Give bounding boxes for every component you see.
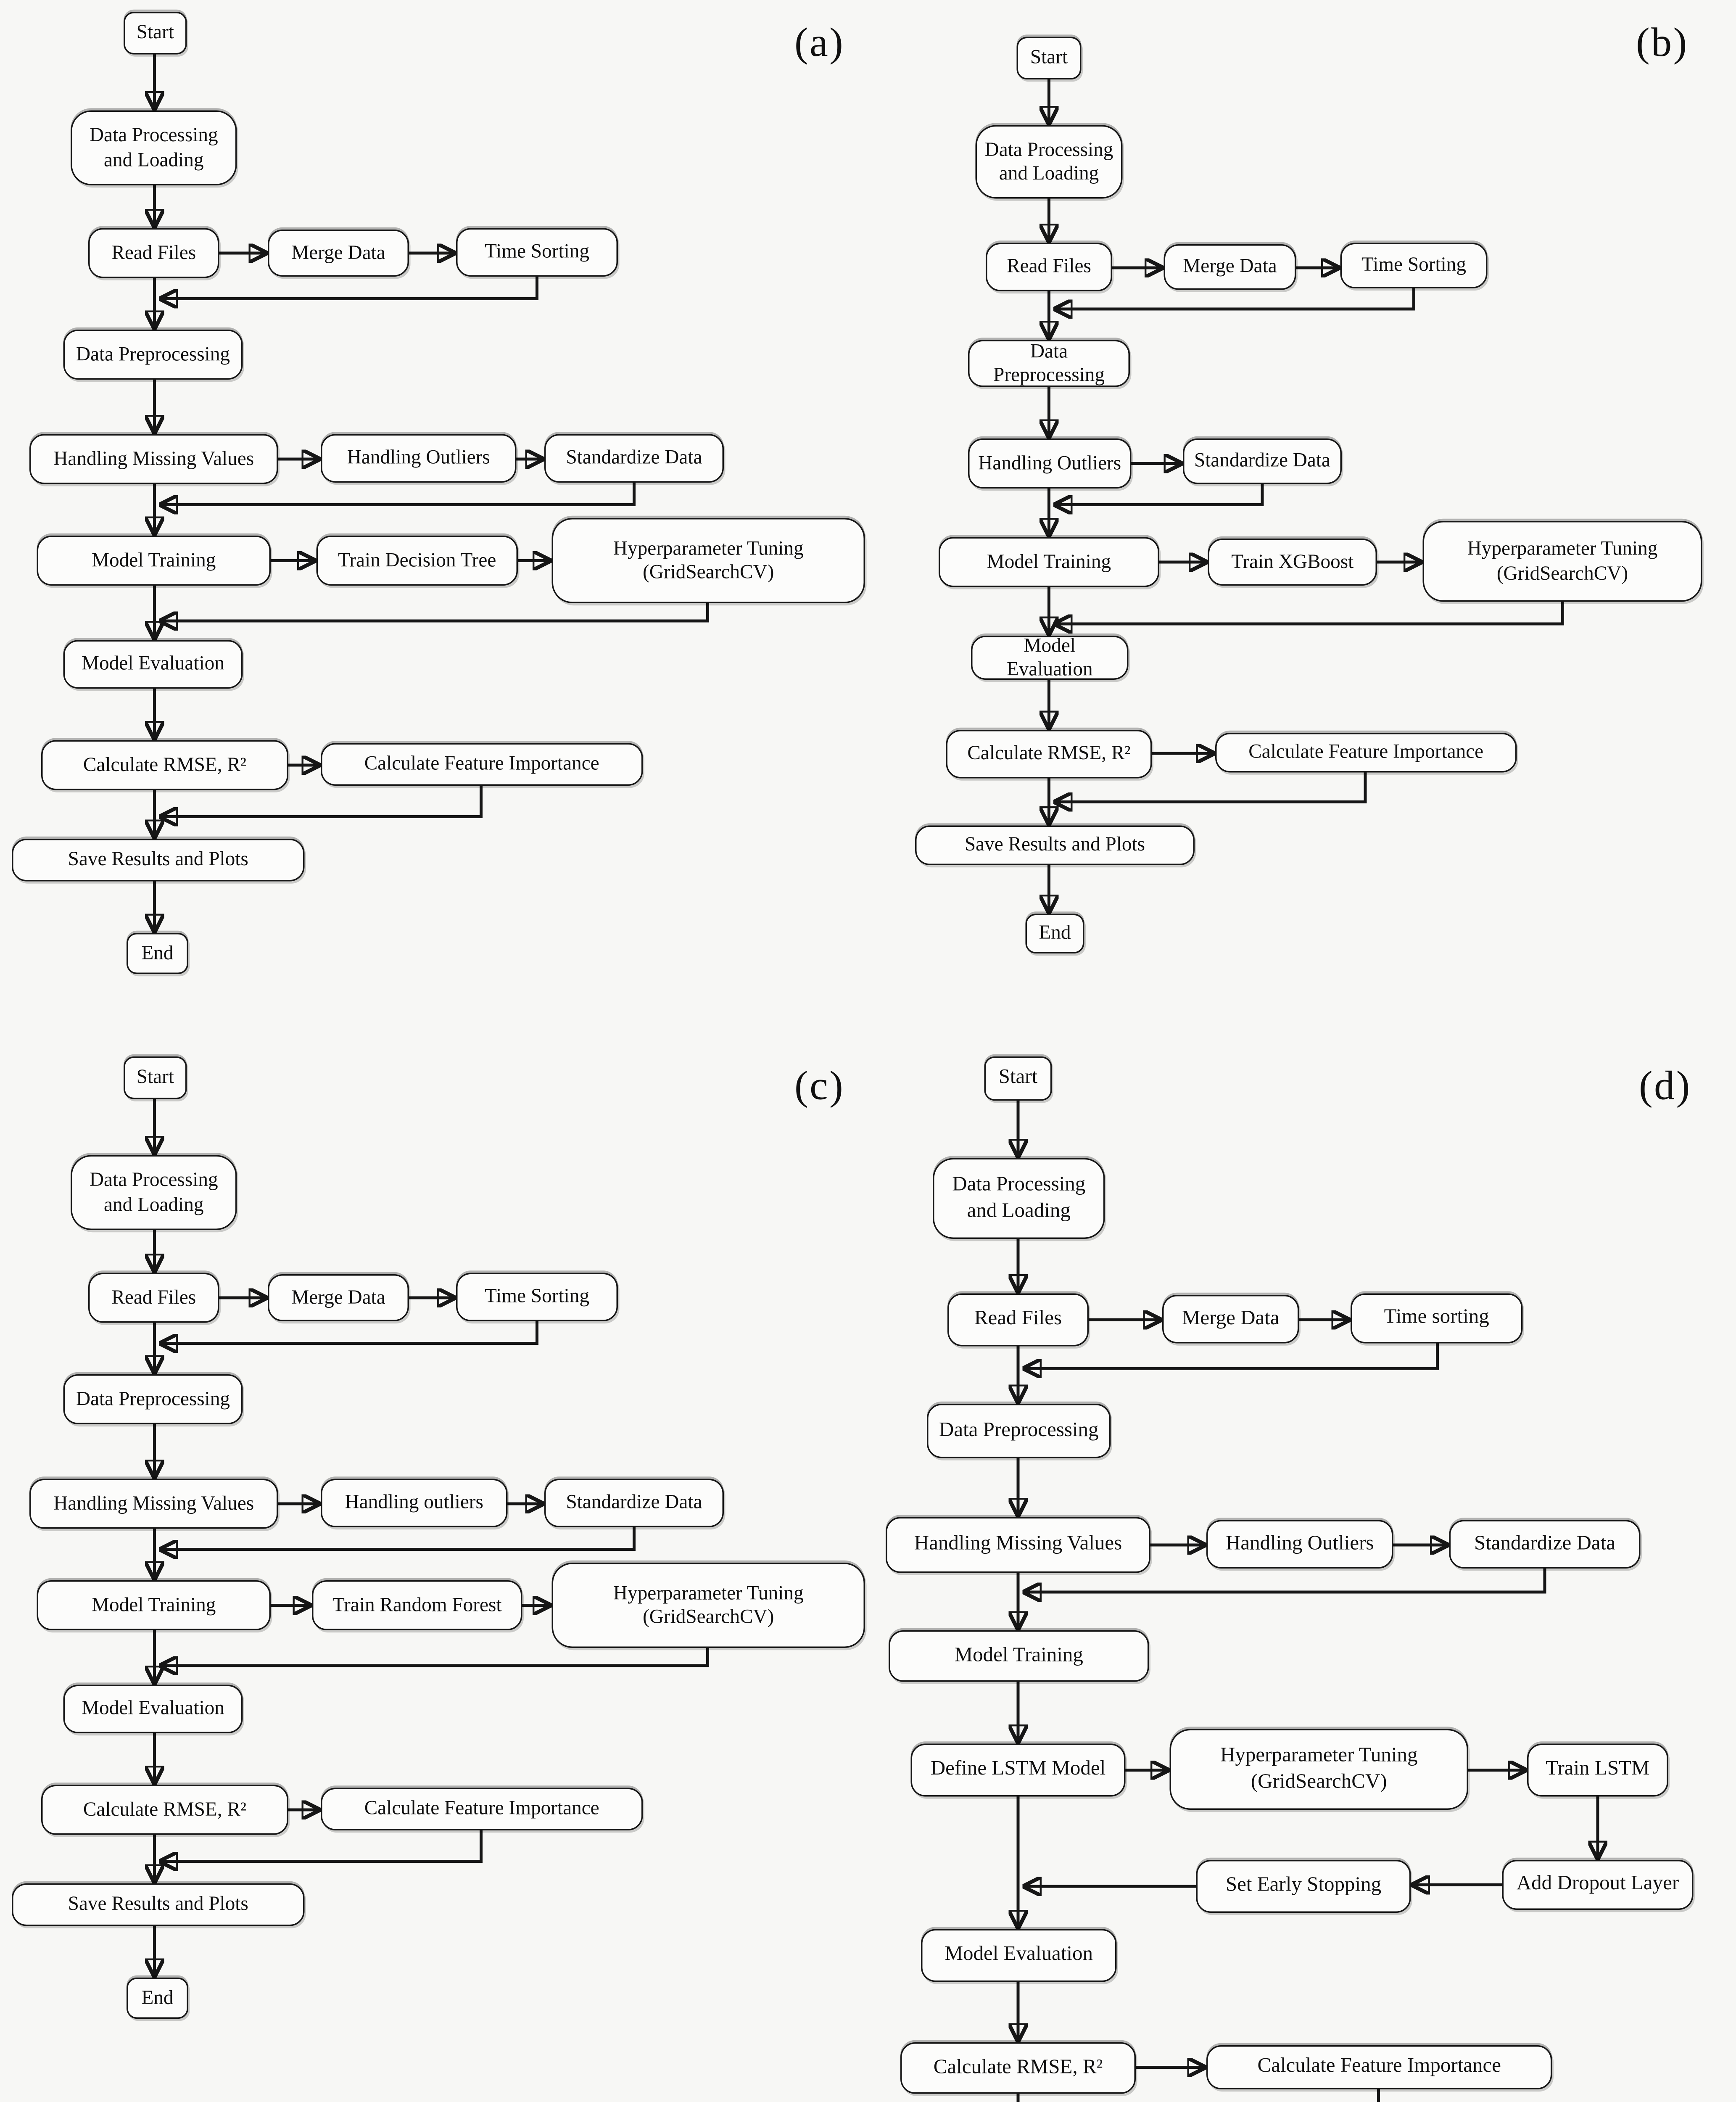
arrow [1056,602,1564,624]
node-b-train-xgboost: Train XGBoost [1208,539,1377,586]
node-b-handling-outliers: Handling Outliers [968,438,1132,489]
node-c-hyperparameter-tuning: Hyperparameter Tuning (GridSearchCV) [551,1563,865,1648]
node-b-data-preprocessing: Data Preprocessing [968,339,1130,387]
node-c-read-files: Read Files [88,1273,219,1323]
panel-b-connectors [1049,79,1564,911]
node-d-read-files: Read Files [947,1293,1089,1347]
node-c-handling-outliers: Handling outliers [321,1479,508,1527]
node-c-train-random-forest: Train Random Forest [312,1580,522,1630]
node-b-end: End [1025,914,1084,953]
arrow [162,603,709,621]
node-b-read-files: Read Files [986,243,1112,291]
node-b-merge-data: Merge Data [1163,244,1296,290]
node-b-data-processing-and-loading: Data Processing and Loading [975,125,1123,199]
node-a-data-processing-and-loading: Data Processing and Loading [71,110,237,185]
arrow [162,1830,483,1862]
arrow [1026,1569,1546,1592]
panel-a-connectors [155,54,709,930]
node-c-end: End [127,1978,188,2019]
arrow [1056,484,1264,505]
node-c-handling-missing-values: Handling Missing Values [29,1479,278,1529]
arrow [162,483,636,505]
node-b-calculate-rmse-r2: Calculate RMSE, R² [946,730,1152,779]
panel-a-label: (a) [794,21,845,66]
node-b-save-results-and-plots: Save Results and Plots [915,825,1195,865]
node-d-time-sorting: Time sorting [1351,1293,1523,1344]
node-a-time-sorting: Time Sorting [456,228,618,277]
node-a-train-decision-tree: Train Decision Tree [316,536,518,586]
node-b-model-evaluation: Model Evaluation [971,634,1129,680]
panel-b-label: (b) [1636,21,1689,66]
panel-c-label: (c) [794,1064,845,1110]
node-a-handling-missing-values: Handling Missing Values [29,434,278,484]
panel-c-connectors [155,1099,709,1975]
node-d-add-dropout-layer: Add Dropout Layer [1502,1860,1694,1910]
node-a-standardize-data: Standardize Data [544,434,724,483]
node-d-hyperparameter-tuning: Hyperparameter Tuning (GridSearchCV) [1169,1729,1468,1810]
node-b-standardize-data: Standardize Data [1183,438,1342,484]
node-a-end: End [127,933,188,974]
node-d-set-early-stopping: Set Early Stopping [1196,1860,1411,1913]
node-a-merge-data: Merge Data [268,230,409,277]
node-d-data-preprocessing: Data Preprocessing [927,1404,1111,1458]
node-d-calculate-feature-importance: Calculate Feature Importance [1206,2045,1552,2089]
node-d-calculate-rmse-r2: Calculate RMSE, R² [900,2042,1136,2094]
node-d-train-lstm: Train LSTM [1527,1743,1668,1797]
node-c-standardize-data: Standardize Data [544,1479,724,1527]
node-d-standardize-data: Standardize Data [1449,1520,1641,1569]
arrow [162,277,538,299]
node-a-hyperparameter-tuning: Hyperparameter Tuning (GridSearchCV) [551,518,865,603]
node-c-calculate-feature-importance: Calculate Feature Importance [321,1788,643,1830]
node-d-handling-outliers: Handling Outliers [1206,1520,1393,1569]
node-d-model-evaluation: Model Evaluation [921,1929,1117,1982]
arrow [162,1321,538,1344]
node-b-hyperparameter-tuning: Hyperparameter Tuning (GridSearchCV) [1422,521,1702,602]
node-a-calculate-feature-importance: Calculate Feature Importance [321,743,643,786]
arrow [162,786,483,817]
node-c-save-results-and-plots: Save Results and Plots [12,1883,305,1926]
node-b-model-training: Model Training [939,537,1159,587]
node-a-read-files: Read Files [88,228,219,278]
node-c-data-processing-and-loading: Data Processing and Loading [71,1155,237,1230]
node-c-model-evaluation: Model Evaluation [63,1685,243,1733]
node-c-time-sorting: Time Sorting [456,1273,618,1321]
node-a-model-training: Model Training [37,536,271,586]
node-d-merge-data: Merge Data [1162,1295,1299,1344]
node-d-handling-missing-values: Handling Missing Values [886,1517,1150,1573]
node-b-calculate-feature-importance: Calculate Feature Importance [1215,733,1517,773]
node-c-calculate-rmse-r2: Calculate RMSE, R² [41,1785,288,1835]
arrow [1026,1343,1439,1369]
arrow [162,1527,636,1550]
node-a-handling-outliers: Handling Outliers [321,434,517,483]
node-a-save-results-and-plots: Save Results and Plots [12,839,305,882]
node-d-start: Start [984,1056,1052,1101]
node-d-define-lstm-model: Define LSTM Model [910,1743,1126,1797]
node-b-time-sorting: Time Sorting [1340,243,1488,288]
arrow [1377,2089,1380,2102]
node-c-model-training: Model Training [37,1580,271,1630]
node-c-start: Start [124,1056,187,1099]
node-a-start: Start [124,12,187,55]
node-c-data-preprocessing: Data Preprocessing [63,1374,243,1424]
node-d-model-training: Model Training [889,1630,1149,1682]
panel-d-label: (d) [1639,1064,1691,1110]
node-a-calculate-rmse-r2: Calculate RMSE, R² [41,740,288,790]
arrow [1056,772,1367,802]
node-d-data-processing-and-loading: Data Processing and Loading [933,1158,1105,1239]
arrow [1056,288,1415,309]
node-b-start: Start [1016,37,1082,79]
node-a-data-preprocessing: Data Preprocessing [63,330,243,380]
node-a-model-evaluation: Model Evaluation [63,640,243,689]
panel-d-connectors [1018,1101,1598,2102]
arrow [162,1648,709,1666]
node-c-merge-data: Merge Data [268,1274,409,1321]
